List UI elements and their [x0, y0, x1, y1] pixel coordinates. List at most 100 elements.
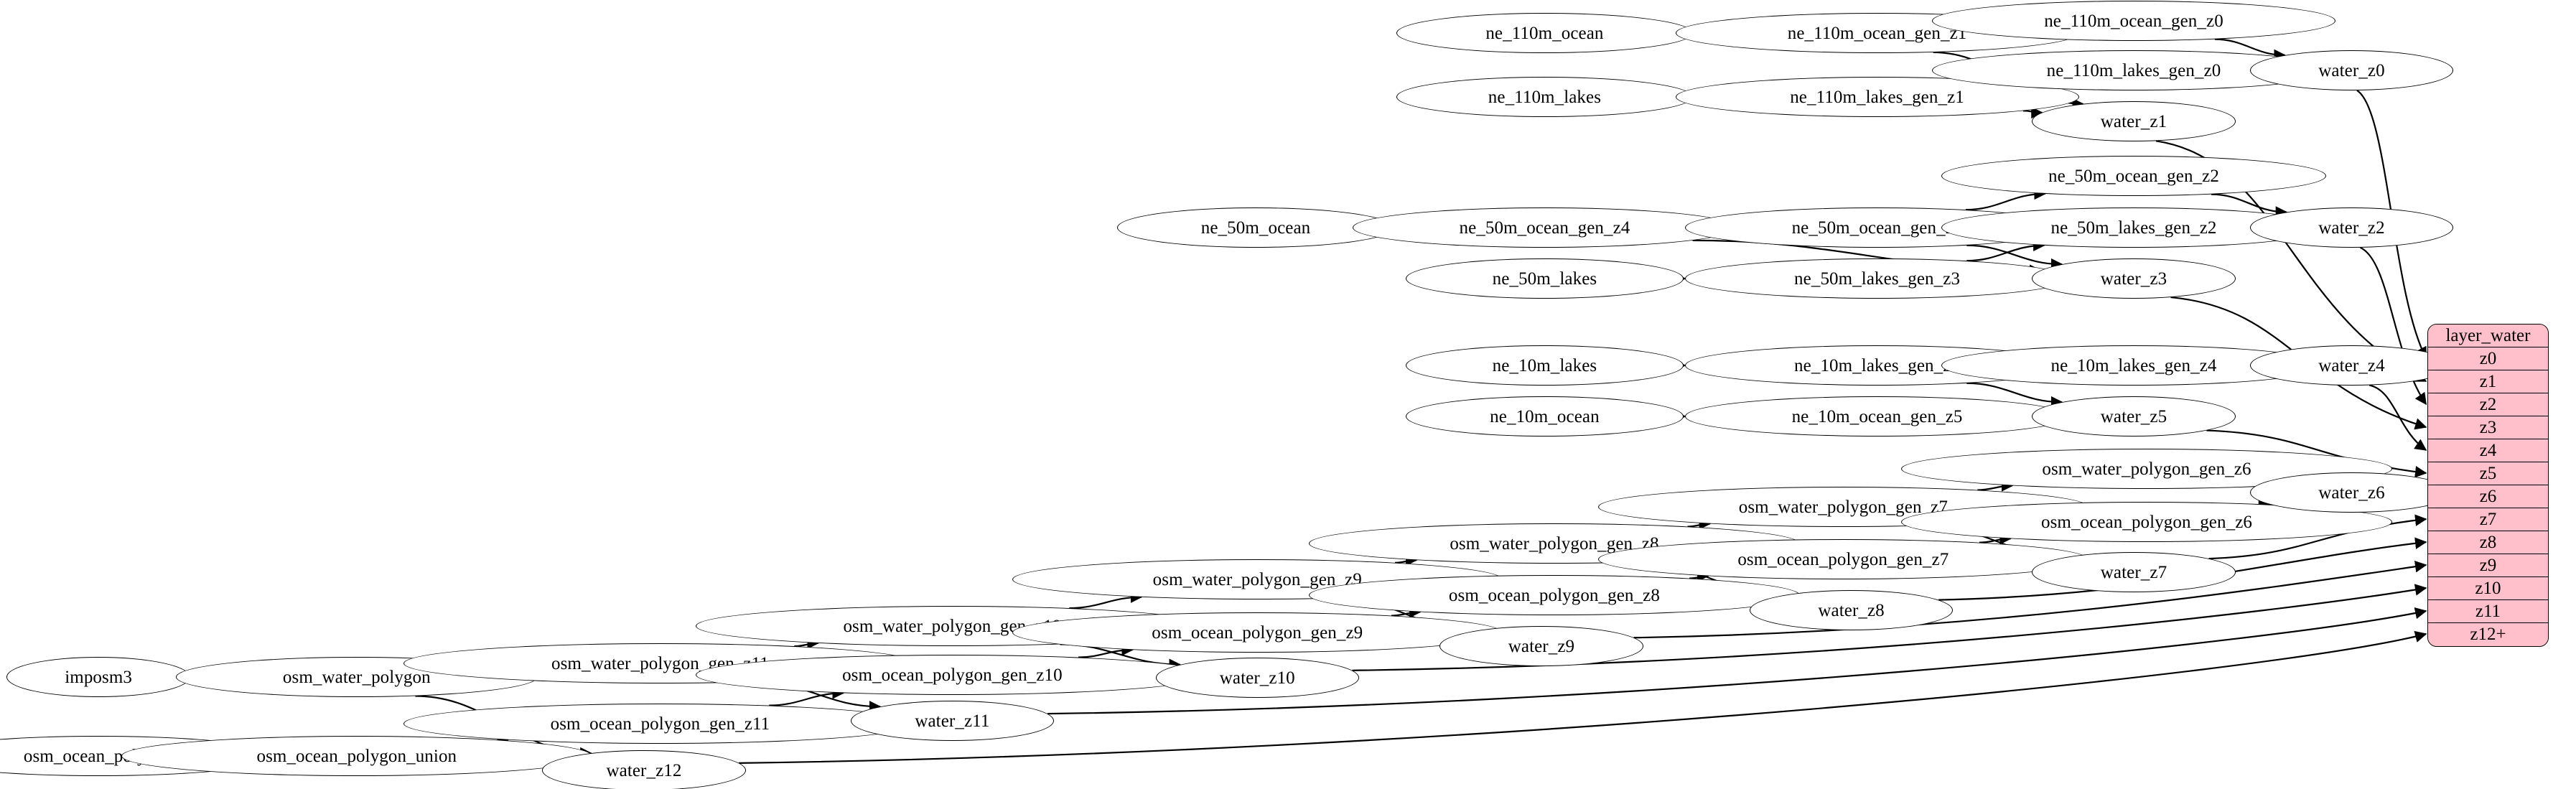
graph-node-ne_50m_lakes_gen_z3[interactable]: ne_50m_lakes_gen_z3 — [1685, 258, 2070, 299]
graph-node-water_z11[interactable]: water_z11 — [850, 701, 1054, 741]
record-table-row-z9[interactable]: z9 — [2428, 554, 2548, 577]
graph-node-label: ne_50m_lakes — [1492, 269, 1597, 289]
graph-node-label: osm_ocean_polygon_union — [256, 746, 457, 766]
graph-node-ne_50m_ocean_gen_z2[interactable]: ne_50m_ocean_gen_z2 — [1941, 156, 2326, 196]
graph-node-label: ne_110m_ocean_gen_z1 — [1787, 23, 1967, 43]
graph-node-osm_ocean_polygon_gen_z7[interactable]: osm_ocean_polygon_gen_z7 — [1597, 539, 2089, 579]
graph-node-ne_50m_ocean_gen_z4[interactable]: ne_50m_ocean_gen_z4 — [1352, 207, 1737, 248]
graph-edge-osm_ocean_polygon_gen_z9-to-osm_ocean_polygon_gen_z8 — [1391, 606, 1422, 618]
graph-node-water_z12[interactable]: water_z12 — [542, 750, 746, 789]
graph-edge-osm_water_polygon_gen_z10-to-osm_water_polygon_gen_z9 — [1069, 591, 1143, 610]
graph-node-water_z8[interactable]: water_z8 — [1749, 590, 1954, 630]
graph-node-ne_10m_ocean_gen_z5[interactable]: ne_10m_ocean_gen_z5 — [1685, 396, 2070, 436]
graph-node-water_z2[interactable]: water_z2 — [2249, 207, 2454, 248]
graph-node-label: osm_ocean_polygon_gen_z9 — [1152, 622, 1363, 643]
record-table-row-z5[interactable]: z5 — [2428, 462, 2548, 485]
graph-node-label: ne_50m_ocean_gen_z3 — [1791, 218, 1963, 238]
graph-node-label: osm_ocean_polygon_gen_z7 — [1737, 549, 1949, 569]
graph-node-label: ne_110m_lakes_gen_z1 — [1790, 87, 1964, 107]
graph-node-label: water_z9 — [1508, 636, 1575, 656]
graph-node-label: ne_50m_lakes_gen_z2 — [2050, 218, 2217, 238]
graph-edge-ne_50m_lakes_gen_z3-to-ne_50m_lakes_gen_z2 — [1966, 239, 2045, 262]
graph-node-label: ne_50m_ocean — [1200, 218, 1311, 238]
graph-node-label: imposm3 — [65, 667, 133, 687]
record-table-row-z7[interactable]: z7 — [2428, 508, 2548, 531]
graph-node-label: osm_ocean_polygon_gen_z8 — [1448, 585, 1660, 605]
graph-node-label: water_z10 — [1219, 668, 1295, 688]
graph-node-label: water_z1 — [2100, 111, 2167, 131]
graph-node-label: osm_water_polygon — [282, 667, 431, 687]
graph-node-label: water_z3 — [2100, 269, 2167, 289]
graph-node-ne_110m_lakes[interactable]: ne_110m_lakes — [1396, 77, 1694, 117]
graph-node-label: osm_ocean_polygon_gen_z11 — [550, 714, 770, 734]
graph-node-water_z9[interactable]: water_z9 — [1439, 626, 1643, 666]
record-table-row-z4[interactable]: z4 — [2428, 439, 2548, 462]
record-table-row-z11[interactable]: z11 — [2428, 600, 2548, 623]
graph-node-label: osm_water_polygon_gen_z6 — [2042, 459, 2251, 479]
graph-edge-osm_ocean_polygon_gen_z10-to-osm_ocean_polygon_gen_z9 — [1078, 643, 1134, 658]
record-table-header: layer_water — [2428, 325, 2548, 347]
record-table-row-z3[interactable]: z3 — [2428, 416, 2548, 439]
graph-node-label: water_z11 — [915, 711, 990, 731]
graph-node-label: water_z5 — [2100, 406, 2167, 426]
graph-node-osm_ocean_polygon_gen_z9[interactable]: osm_ocean_polygon_gen_z9 — [1012, 612, 1503, 653]
graph-node-label: ne_110m_lakes — [1488, 87, 1602, 107]
graph-node-label: ne_10m_ocean — [1490, 406, 1600, 426]
graph-node-ne_110m_ocean_gen_z0[interactable]: ne_110m_ocean_gen_z0 — [1932, 1, 2336, 41]
record-table-row-z8[interactable]: z8 — [2428, 531, 2548, 554]
graph-node-label: ne_10m_lakes — [1492, 355, 1597, 375]
graph-edge-osm_ocean_polygon_gen_z7-to-osm_ocean_polygon_gen_z6 — [1979, 533, 2012, 545]
graph-node-water_z7[interactable]: water_z7 — [2032, 552, 2236, 592]
graph-node-water_z5[interactable]: water_z5 — [2032, 396, 2236, 436]
graph-node-label: water_z0 — [2318, 60, 2385, 80]
graph-node-water_z10[interactable]: water_z10 — [1155, 658, 1359, 698]
graph-node-label: osm_water_polygon_gen_z7 — [1738, 497, 1948, 517]
record-table-row-z10[interactable]: z10 — [2428, 577, 2548, 600]
graph-node-label: ne_10m_lakes_gen_z4 — [2050, 355, 2217, 375]
graph-node-label: water_z2 — [2318, 218, 2385, 238]
graph-node-ne_50m_lakes_gen_z2[interactable]: ne_50m_lakes_gen_z2 — [1941, 207, 2326, 248]
graph-edge-osm_ocean_polygon_gen_z11-to-osm_ocean_polygon_gen_z10 — [769, 687, 845, 706]
graph-node-ne_50m_ocean[interactable]: ne_50m_ocean — [1116, 207, 1395, 248]
graph-node-label: ne_110m_lakes_gen_z0 — [2046, 60, 2221, 80]
graph-node-ne_110m_ocean[interactable]: ne_110m_ocean — [1396, 13, 1694, 53]
graph-node-label: osm_ocean_polygon_gen_z6 — [2040, 512, 2252, 532]
graph-node-water_z6[interactable]: water_z6 — [2249, 472, 2454, 513]
record-table-row-z12+[interactable]: z12+ — [2428, 623, 2548, 646]
graph-edge-water_z4-to-layer_water — [2369, 384, 2427, 451]
graph-node-water_z1[interactable]: water_z1 — [2032, 101, 2236, 141]
graph-node-label: water_z4 — [2318, 355, 2385, 375]
record-table-row-z1[interactable]: z1 — [2428, 370, 2548, 393]
graph-node-water_z4[interactable]: water_z4 — [2249, 345, 2454, 386]
graph-node-label: osm_water_polygon_gen_z9 — [1152, 569, 1362, 589]
graph-node-label: ne_110m_ocean_gen_z0 — [2044, 11, 2223, 31]
graph-node-label: ne_10m_ocean_gen_z5 — [1791, 406, 1963, 426]
graph-node-label: ne_50m_ocean_gen_z2 — [2048, 166, 2219, 186]
graph-node-label: ne_50m_lakes_gen_z3 — [1794, 269, 1961, 289]
graph-node-osm_ocean_polygon_gen_z10[interactable]: osm_ocean_polygon_gen_z10 — [695, 655, 1209, 695]
record-table-row-z0[interactable]: z0 — [2428, 347, 2548, 370]
graph-node-ne_10m_ocean[interactable]: ne_10m_ocean — [1406, 396, 1684, 436]
graph-node-imposm3[interactable]: imposm3 — [6, 657, 191, 697]
graph-edge-ne_110m_lakes_gen_z1-to-water_z1 — [2022, 106, 2043, 119]
graph-node-osm_ocean_polygon_gen_z11[interactable]: osm_ocean_polygon_gen_z11 — [403, 704, 917, 744]
graph-node-water_z0[interactable]: water_z0 — [2249, 50, 2454, 90]
record-table-row-z2[interactable]: z2 — [2428, 393, 2548, 416]
graph-node-osm_ocean_polygon_gen_z8[interactable]: osm_ocean_polygon_gen_z8 — [1309, 575, 1800, 615]
graph-node-label: water_z7 — [2100, 562, 2167, 582]
graph-node-label: water_z6 — [2318, 482, 2385, 503]
record-table-row-z6[interactable]: z6 — [2428, 485, 2548, 508]
graph-node-label: ne_50m_ocean_gen_z4 — [1459, 218, 1630, 238]
graph-node-osm_ocean_polygon_union[interactable]: osm_ocean_polygon_union — [121, 736, 593, 776]
graph-edge-osm_water_polygon_gen_z7-to-osm_water_polygon_gen_z6 — [1977, 480, 2014, 492]
graph-node-label: osm_ocean_polygon_gen_z10 — [842, 665, 1063, 685]
graph-node-ne_50m_lakes[interactable]: ne_50m_lakes — [1406, 258, 1684, 299]
graph-node-label: ne_110m_ocean — [1485, 23, 1604, 43]
graph-node-label: water_z8 — [1818, 600, 1885, 620]
graph-node-label: water_z12 — [606, 760, 682, 780]
graph-node-ne_10m_lakes[interactable]: ne_10m_lakes — [1406, 345, 1684, 386]
graph-edge-ne_50m_ocean_gen_z3-to-ne_50m_ocean_gen_z2 — [1965, 187, 2046, 211]
graph-node-water_z3[interactable]: water_z3 — [2032, 258, 2236, 299]
